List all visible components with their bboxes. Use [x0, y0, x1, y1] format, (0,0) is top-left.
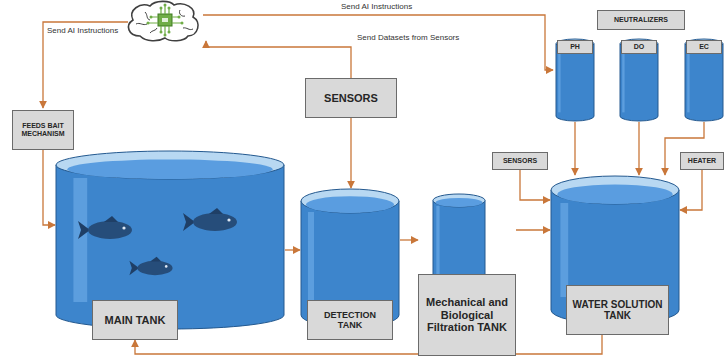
flow-label: Send AI Instructions: [46, 26, 119, 36]
fish-eye: [165, 265, 168, 268]
label-text: SENSORS: [324, 92, 378, 105]
tank: PH: [555, 38, 595, 122]
label-box: FEEDS BAIT MECHANISM: [12, 110, 74, 150]
tank-label-box: PH: [557, 40, 593, 54]
label-text: DO: [634, 43, 645, 51]
tank-label-box: EC: [686, 40, 722, 54]
tank: DETECTION TANK: [300, 188, 400, 340]
water-surface: [306, 196, 394, 213]
fish-fin: [150, 257, 161, 262]
tank-shine: [622, 48, 624, 113]
tank: Mechanical and Biological Filtration TAN…: [418, 193, 516, 356]
label-text: SENSORS: [503, 157, 537, 165]
label-text: EC: [699, 43, 709, 51]
tank-shine: [436, 206, 439, 280]
fish-body: [88, 221, 132, 239]
flow-arrow: [638, 122, 639, 175]
tank: EC: [684, 38, 724, 122]
tank-rim: [56, 151, 284, 179]
tank-shine: [558, 48, 560, 113]
tank-label-box: Mechanical and Biological Filtration TAN…: [418, 274, 516, 356]
tank-body: [620, 44, 658, 121]
tank-shine: [560, 203, 568, 297]
label-text: WATER SOLUTION TANK: [570, 299, 665, 322]
dataset-line: [206, 41, 351, 78]
flow-arrow: [520, 170, 550, 200]
label-text: NEUTRALIZERS: [614, 16, 668, 24]
flow-arrow: [400, 239, 418, 240]
water-surface: [436, 198, 483, 207]
tank-shine: [73, 178, 87, 302]
tank-label-box: DETECTION TANK: [307, 300, 393, 340]
fish-fin: [104, 216, 118, 222]
label-box: NEUTRALIZERS: [597, 10, 685, 30]
label-text: PH: [570, 43, 580, 51]
label-box: SENSORS: [305, 78, 397, 118]
tank-rim: [551, 176, 679, 204]
ai-instruction-line: [43, 22, 128, 108]
tank-label-box: MAIN TANK: [92, 300, 178, 340]
flow-label: Send Datasets from Sensors: [356, 33, 460, 43]
fish-body: [137, 261, 172, 275]
label-text: FEEDS BAIT MECHANISM: [16, 122, 70, 138]
fish-eye: [122, 226, 125, 229]
tank-body: [685, 44, 723, 121]
tank-body: [556, 44, 594, 121]
fish: [129, 257, 172, 275]
fish: [183, 208, 237, 231]
label-text: MAIN TANK: [105, 314, 166, 327]
flow-arrow: [43, 150, 55, 225]
flow-arrow: [285, 249, 300, 250]
brain-icon: [129, 1, 198, 40]
flow-arrow: [574, 122, 575, 175]
label-text: DETECTION TANK: [311, 310, 389, 331]
tank: MAIN TANK: [55, 150, 285, 340]
fish: [78, 216, 132, 239]
flow-arrow: [680, 170, 702, 210]
label-text: Mechanical and Biological Filtration TAN…: [422, 296, 512, 334]
label-box: SENSORS: [492, 152, 548, 170]
tank-label-box: DO: [621, 40, 657, 54]
flow-label: Send AI Instructions: [340, 2, 413, 12]
tank: WATER SOLUTION TANK: [550, 175, 680, 335]
label-text: HEATER: [688, 157, 716, 165]
tank-rim: [301, 189, 399, 213]
ai-instruction-line: [203, 15, 553, 70]
water-surface: [67, 159, 272, 179]
flow-arrow: [350, 118, 351, 188]
fish-fin: [209, 208, 223, 214]
label-box: HEATER: [680, 152, 724, 170]
tank-shine: [308, 212, 314, 304]
tank-rim: [433, 194, 485, 207]
tank-label-box: WATER SOLUTION TANK: [566, 285, 669, 335]
tank-shine: [687, 48, 689, 113]
tank: DO: [619, 38, 659, 122]
fish-body: [193, 213, 237, 231]
fish-eye: [227, 218, 230, 221]
flow-arrow: [516, 229, 550, 230]
water-surface: [557, 184, 672, 204]
